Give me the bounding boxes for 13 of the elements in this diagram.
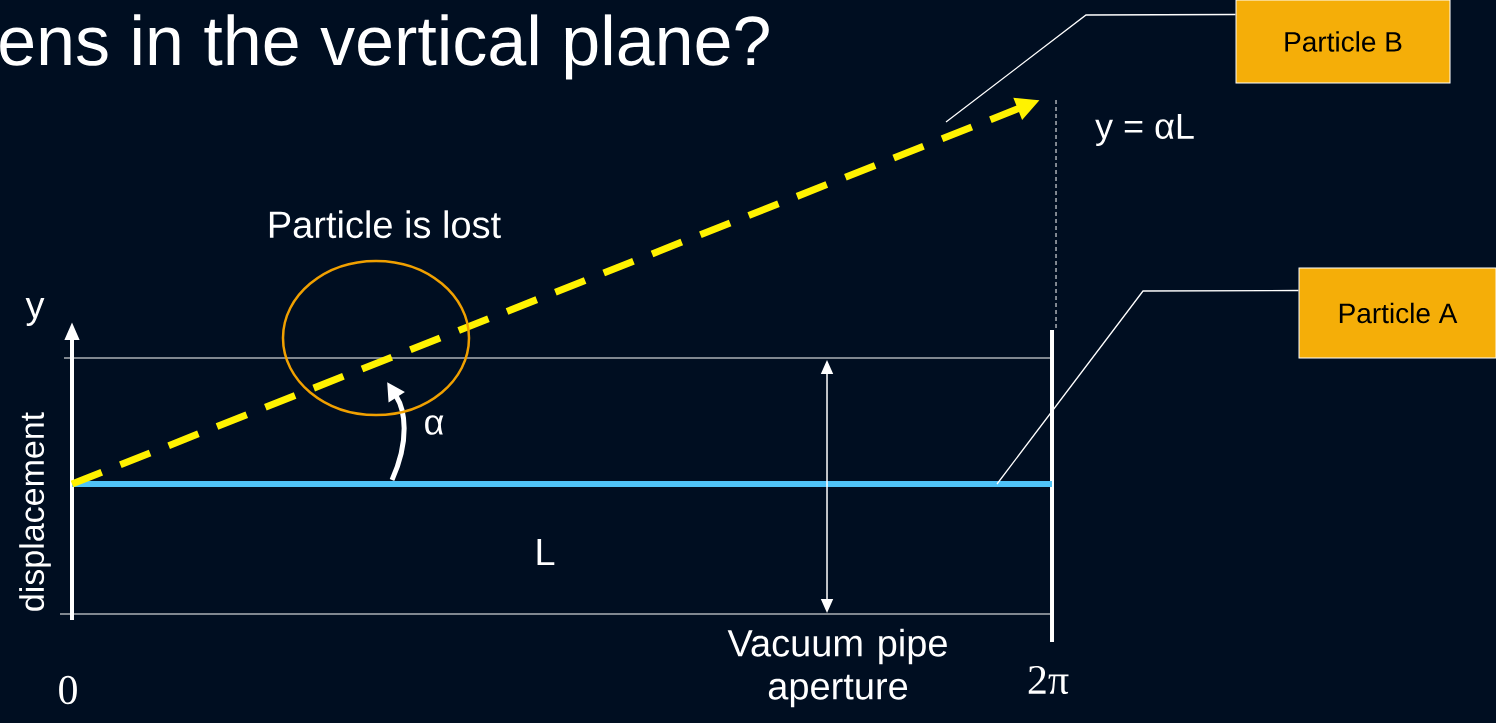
tick-label: 2π [1028, 665, 1069, 695]
equation-label: y = αL [1095, 113, 1194, 147]
axis-label: y [25, 298, 45, 326]
tick-label: 0 [59, 675, 77, 705]
slide-title: ens in the vertical plane? [0, 14, 769, 80]
label-box: Particle A [1298, 267, 1496, 359]
leader-line [945, 13, 1237, 123]
leader-line [996, 289, 1300, 485]
dimension-label: Vacuum pipe aperture [727, 628, 947, 708]
label-box: Particle B [1235, 0, 1451, 84]
angle-label: α [425, 415, 444, 435]
dimension-label: L [537, 538, 555, 566]
axis-label: displacement [19, 412, 51, 611]
